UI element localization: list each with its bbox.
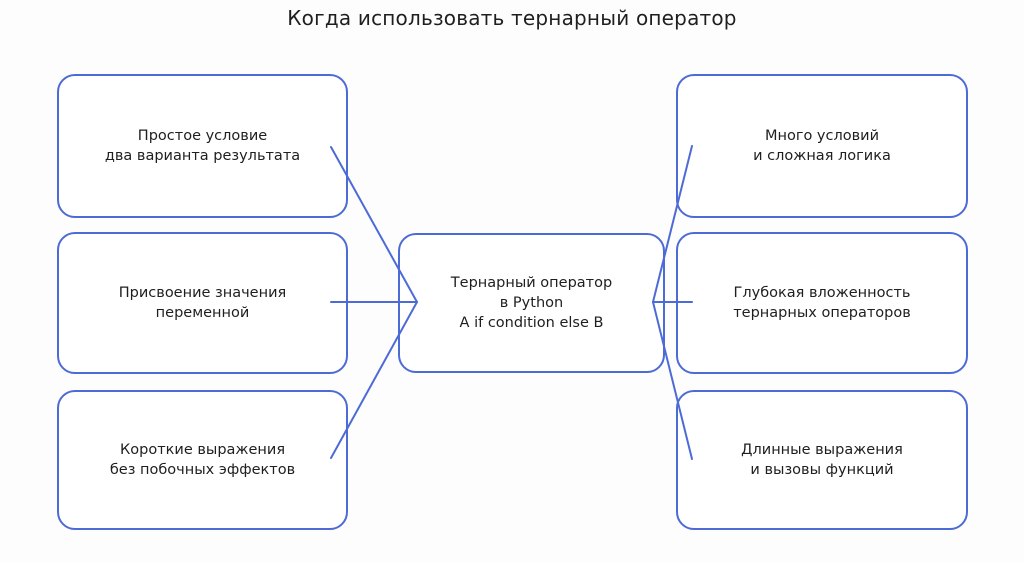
node-text-line: без побочных эффектов xyxy=(109,462,296,478)
node-text-line: и сложная логика xyxy=(753,148,891,164)
node-text-line: тернарных операторов xyxy=(733,305,911,321)
node-value-assignment: Присвоение значения переменной xyxy=(57,232,348,374)
node-text-line: переменной xyxy=(155,305,250,321)
node-text-line: и вызовы функций xyxy=(750,462,894,478)
node-long-expressions: Длинные выражения и вызовы функций xyxy=(676,390,968,530)
node-many-conditions: Много условий и сложная логика xyxy=(676,74,968,218)
node-deep-nesting: Глубокая вложенность тернарных операторо… xyxy=(676,232,968,374)
node-text-line: Короткие выражения xyxy=(119,442,286,458)
node-text-line: Присвоение значения xyxy=(118,285,287,301)
node-text-line: Много условий xyxy=(764,128,880,144)
node-text-line: Глубокая вложенность xyxy=(733,285,911,301)
diagram-title: Когда использовать тернарный оператор xyxy=(287,6,737,30)
node-ternary-operator-center: Тернарный оператор в Python A if conditi… xyxy=(398,233,665,373)
node-text-line: Длинные выражения xyxy=(741,442,903,458)
node-text-line: в Python xyxy=(499,295,564,311)
node-text-line: A if condition else B xyxy=(459,315,604,331)
node-text-line: Тернарный оператор xyxy=(450,275,613,291)
node-text-line: Простое условие xyxy=(137,128,268,144)
node-text-line: два варианта результата xyxy=(104,148,301,164)
node-short-expressions: Короткие выражения без побочных эффектов xyxy=(57,390,348,530)
node-simple-condition: Простое условие два варианта результата xyxy=(57,74,348,218)
